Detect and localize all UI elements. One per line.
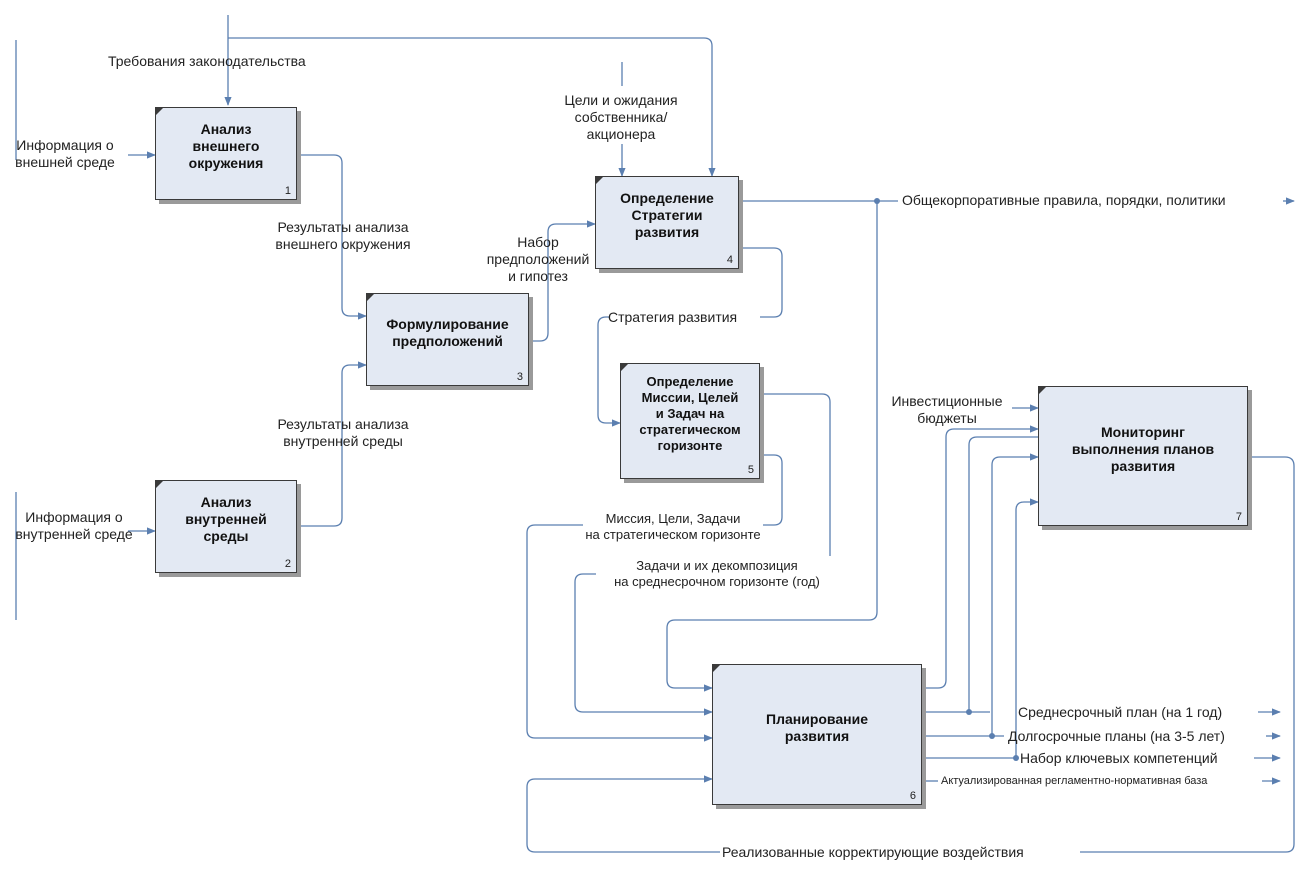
label-longterm-plans: Долгосрочные планы (на 3-5 лет) <box>1008 728 1225 744</box>
label-internal-info: Информация о внутренней среде <box>15 509 133 542</box>
box-number: 1 <box>284 185 291 197</box>
box-title: Формулирование предположений <box>386 315 509 349</box>
box-number: 2 <box>284 558 291 570</box>
box-number: 4 <box>726 254 733 266</box>
label-assumptions-set: Набор предположений и гипотез <box>486 234 590 284</box>
label-tasks-decomposition: Задачи и их декомпозиция на среднесрочно… <box>614 558 820 589</box>
label-dev-strategy: Стратегия развития <box>608 309 738 325</box>
box-title: Анализ внутренней среды <box>185 494 267 544</box>
box-title: Определение Миссии, Целей и Задач на стр… <box>639 374 741 453</box>
box-number: 6 <box>909 790 916 802</box>
label-investment-budgets: Инвестиционные бюджеты <box>891 393 1003 426</box>
box-title: Определение Стратегии развития <box>620 190 714 240</box>
label-corrective-actions: Реализованные корректирующие воздействия <box>722 844 1024 860</box>
label-mission-goals: Миссия, Цели, Задачи на стратегическом г… <box>585 511 761 542</box>
box-title: Планирование развития <box>766 710 868 744</box>
activity-box-internal-analysis: Анализ внутренней среды 2 <box>155 480 297 573</box>
activity-box-assumptions: Формулирование предположений 3 <box>366 293 529 386</box>
box-number: 3 <box>516 371 523 383</box>
box-number: 7 <box>1235 511 1242 523</box>
box-title: Анализ внешнего окружения <box>188 121 264 171</box>
label-legal-requirements: Требования законодательства <box>108 53 306 69</box>
activity-box-monitoring: Мониторинг выполнения планов развития 7 <box>1038 386 1248 526</box>
label-external-info: Информация о внешней среде <box>15 137 115 170</box>
label-corporate-rules: Общекорпоративные правила, порядки, поли… <box>902 192 1226 208</box>
activity-box-planning: Планирование развития 6 <box>712 664 922 805</box>
label-external-results: Результаты анализа внешнего окружения <box>275 219 411 252</box>
label-regulatory-base: Актуализированная регламентно-нормативна… <box>941 775 1208 787</box>
label-key-competencies: Набор ключевых компетенций <box>1020 750 1218 766</box>
label-owner-goals: Цели и ожидания собственника/ акционера <box>564 92 678 142</box>
box-number: 5 <box>747 464 754 476</box>
label-internal-results: Результаты анализа внутренней среды <box>277 416 409 449</box>
box-title: Мониторинг выполнения планов развития <box>1071 423 1215 474</box>
activity-box-mission: Определение Миссии, Целей и Задач на стр… <box>620 363 760 479</box>
activity-box-strategy: Определение Стратегии развития 4 <box>595 176 739 269</box>
activity-box-external-analysis: Анализ внешнего окружения 1 <box>155 107 297 200</box>
label-midterm-plan: Среднесрочный план (на 1 год) <box>1018 704 1223 720</box>
